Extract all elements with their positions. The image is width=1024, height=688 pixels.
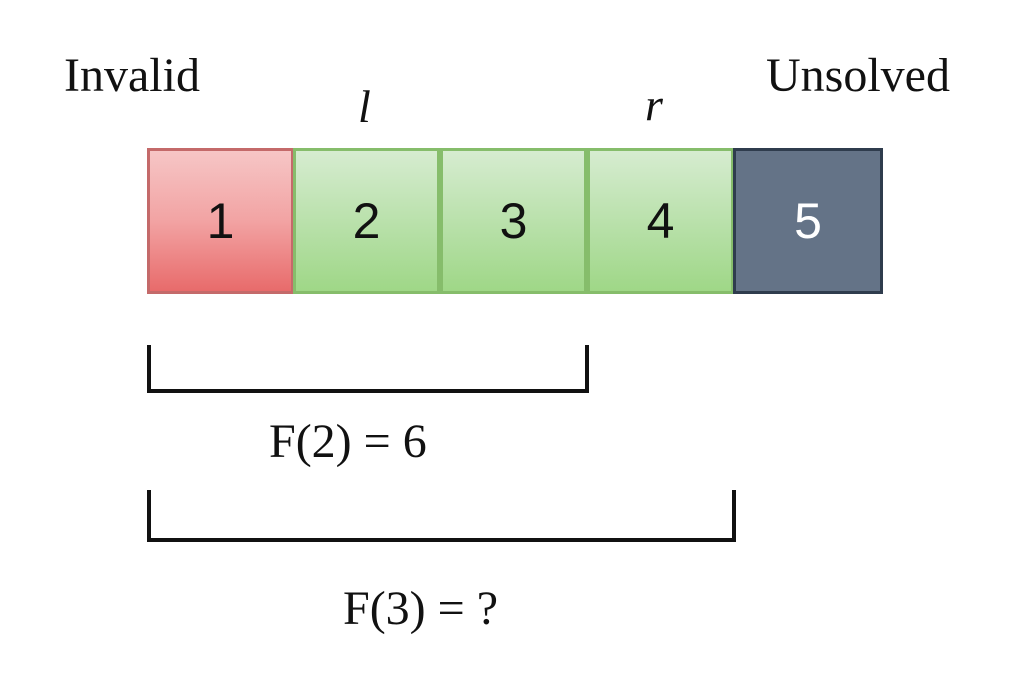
array-cell-3: 3 [440,148,587,294]
f2-label: F(2) = 6 [269,415,427,468]
array-cell-2: 2 [293,148,440,294]
f3-label: F(3) = ? [343,582,499,635]
bracket-f2 [147,345,589,393]
invalid-label: Invalid [64,49,200,102]
array-cell-5: 5 [733,148,883,294]
right-pointer-label: r [645,79,663,130]
unsolved-label: Unsolved [766,49,950,102]
bracket-f3 [147,490,736,542]
array-cell-4: 4 [587,148,734,294]
left-pointer-label: l [358,81,371,132]
array-cell-1: 1 [147,148,294,294]
